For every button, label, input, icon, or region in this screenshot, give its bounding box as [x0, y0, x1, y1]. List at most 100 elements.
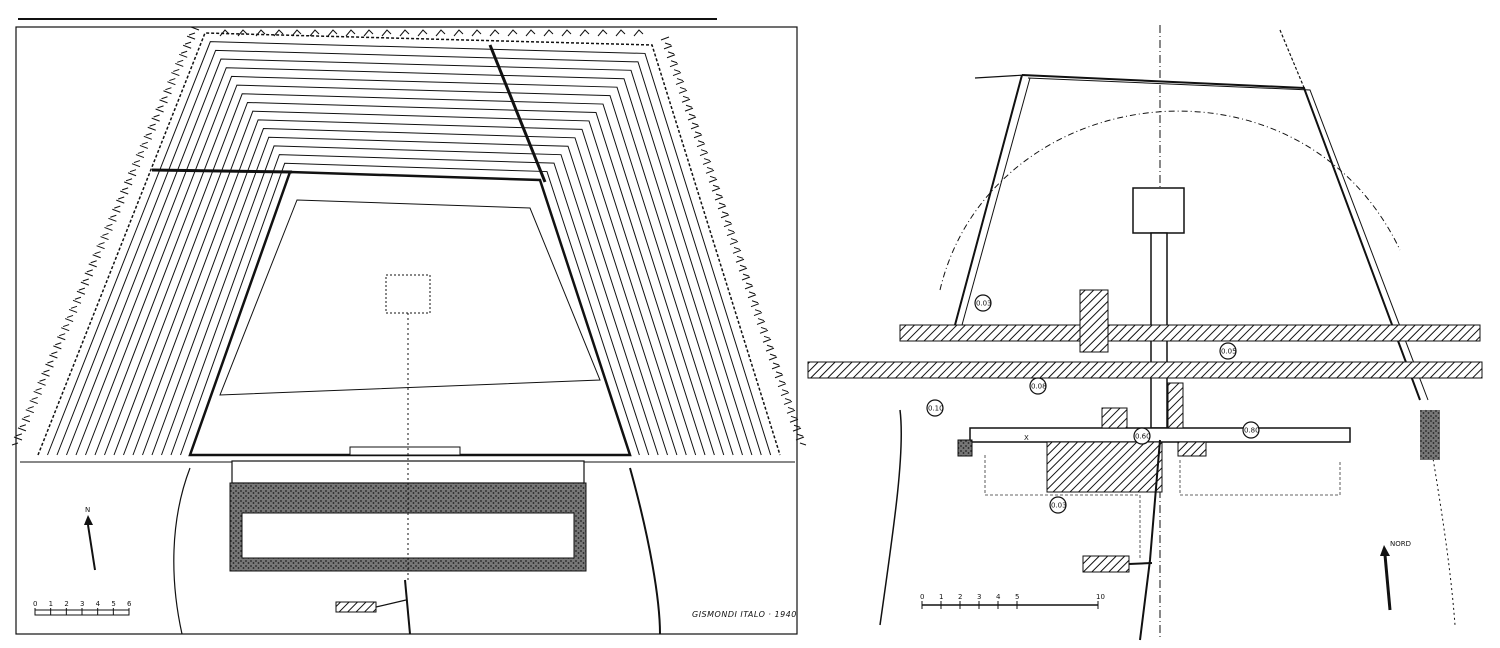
ground-mark: [118, 190, 129, 200]
aisle-left: [151, 168, 293, 174]
cavea-row: [75, 67, 743, 456]
elevation-label: 0.03: [976, 300, 992, 308]
ground-mark: [11, 436, 23, 446]
ground-mark: [684, 107, 696, 117]
elevation-label: 0.60: [1135, 433, 1151, 441]
ground-mark: [543, 29, 554, 37]
scale-tick-label: 5: [111, 600, 115, 608]
lower-path: [1139, 439, 1161, 641]
ground-mark: [780, 392, 792, 402]
ground-mark: [768, 356, 780, 366]
ground-mark: [744, 285, 756, 295]
ground-mark: [145, 126, 156, 136]
north-label-left: N: [85, 506, 90, 514]
elevation-marker: [1133, 427, 1151, 445]
ground-mark: [741, 276, 753, 286]
ground-mark: [381, 29, 392, 37]
ground-mark: [291, 29, 302, 37]
elevation-marker: [974, 294, 992, 312]
elevation-label: 0.08: [1031, 383, 1047, 391]
ground-mark: [39, 372, 50, 382]
scale-tick-label: 4: [996, 593, 1001, 601]
ground-mark: [717, 205, 729, 215]
stage-building: [229, 274, 587, 580]
ground-mark: [219, 29, 230, 37]
ground-mark: [47, 354, 58, 364]
cavea-row: [123, 110, 697, 456]
scale-tick-label: 5: [1015, 593, 1019, 601]
ground-mark: [774, 374, 786, 384]
path-right: [629, 467, 661, 635]
ground-mark: [747, 294, 759, 304]
wall-lower: [807, 361, 1483, 379]
ground-mark: [106, 217, 117, 227]
ground-mark: [729, 240, 741, 250]
ground-mark: [141, 135, 152, 145]
ground-mark: [678, 89, 690, 99]
drawing-signature: GISMONDI ITALO · 1940: [692, 610, 797, 619]
cavea-row: [47, 41, 772, 456]
scene-base-right: [1177, 441, 1207, 457]
ground-mark: [561, 29, 572, 37]
ground-mark: [711, 187, 723, 197]
ground-mark: [98, 236, 109, 246]
north-arrow-right: NORD: [1380, 540, 1411, 611]
ground-mark: [82, 272, 93, 282]
ground-mark: [184, 35, 196, 45]
ground-mark: [690, 125, 702, 135]
north-arrow-left: N: [84, 506, 96, 571]
ground-mark: [59, 327, 70, 337]
ground-mark: [597, 29, 608, 37]
cavea-outline-left: [954, 74, 1023, 326]
ground-mark: [471, 29, 482, 37]
ground-mark: [121, 181, 133, 191]
aisle-right: [488, 44, 547, 183]
ground-mark: [66, 308, 78, 318]
ground-mark: [507, 29, 518, 37]
ground-mark: [489, 29, 500, 37]
scale-tick-label: 2: [64, 600, 68, 608]
ground-mark: [669, 63, 681, 73]
cavea-row: [170, 154, 650, 456]
north-label-right: NORD: [1390, 540, 1411, 548]
ground-mark: [43, 363, 54, 373]
ground-mark: [720, 214, 732, 224]
steps-lower: [335, 601, 377, 613]
ground-mark: [62, 318, 74, 328]
ground-mark: [525, 29, 536, 37]
ground-mark: [173, 62, 184, 72]
ground-mark: [687, 116, 699, 126]
ground-mark: [177, 53, 188, 63]
ground-mark: [762, 338, 774, 348]
ground-mark: [399, 29, 410, 37]
ground-mark: [90, 254, 101, 264]
elevation-marker: [1049, 496, 1067, 514]
ground-mark: [153, 108, 164, 118]
ground-mark: [19, 418, 31, 428]
elevation-markers: 0.030.050.080.100.600.800.03: [926, 294, 1260, 514]
ground-mark: [94, 245, 105, 255]
scale-tick-label: 0: [920, 593, 924, 601]
ground-mark: [753, 312, 765, 322]
scale-tick-label: 10: [1096, 593, 1105, 601]
ground-mark: [129, 163, 141, 173]
cavea-outline-left-b: [961, 77, 1031, 326]
cavea-row: [85, 75, 734, 456]
path-left: [173, 467, 191, 635]
ground-mark: [705, 169, 717, 179]
ground-mark: [35, 381, 46, 391]
ground-mark: [738, 267, 750, 277]
scale-tick-label: 0: [33, 600, 37, 608]
ground-mark: [27, 400, 38, 410]
wall-upper: [899, 324, 1481, 342]
ground-mark: [114, 199, 125, 209]
scale-tick-label: 6: [127, 600, 132, 608]
ground-mark: [693, 134, 705, 144]
elevation-marker: [1242, 421, 1260, 439]
scene-pier-left: [1101, 407, 1128, 429]
ground-mark: [78, 281, 90, 291]
cavea-rows: [20, 32, 795, 463]
cavea-row: [161, 145, 659, 456]
